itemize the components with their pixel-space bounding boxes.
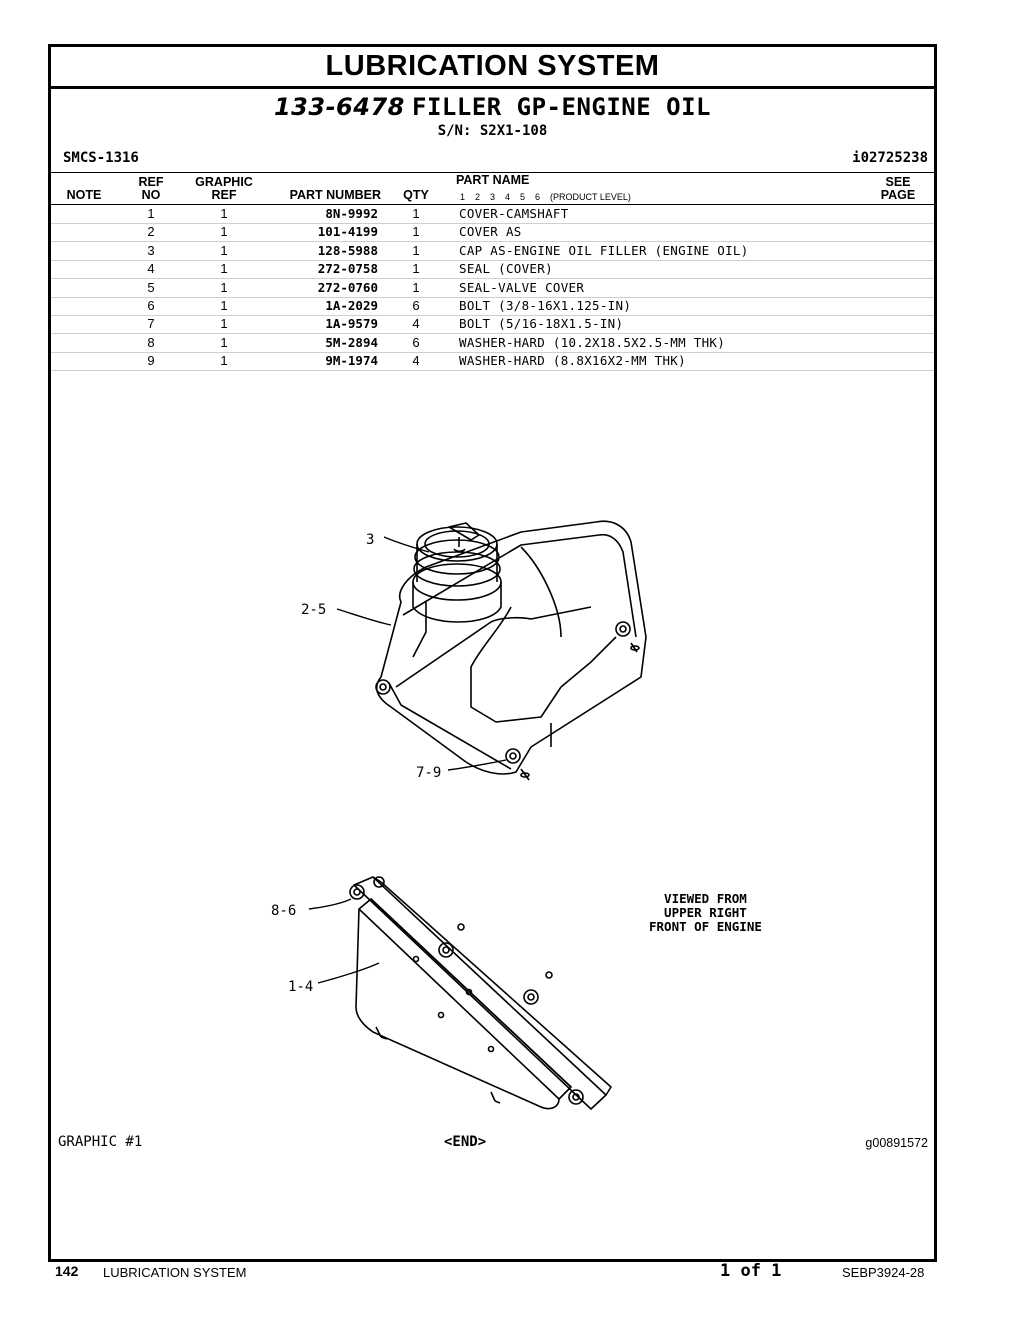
header-ref-bottom: NO: [141, 188, 161, 202]
page-number: 142: [55, 1263, 79, 1279]
group-part-number: 133-6478: [273, 93, 405, 121]
qty-cell: 6: [412, 334, 420, 350]
qty-cell: 1: [412, 279, 420, 295]
part-number-cell: 8N-9992: [325, 206, 378, 221]
footer-section: LUBRICATION SYSTEM: [103, 1265, 247, 1280]
table-row: 3 1 128-5988 1 CAP AS-ENGINE OIL FILLER (ENG…: [51, 242, 934, 261]
header-see-top: SEE: [885, 175, 911, 189]
part-name-cell: CAP AS-ENGINE OIL FILLER (ENGINE OIL): [459, 242, 749, 258]
table-row: 1 1 8N-9992 1 COVER-CAMSHAFT: [51, 205, 934, 224]
part-name-cell: WASHER-HARD (8.8X16X2-MM THK): [459, 353, 686, 369]
header-note: NOTE: [66, 188, 102, 202]
exploded-view-drawing: 3 2-5 7-9 8-6 1-4: [271, 520, 647, 1110]
view-note-line: UPPER RIGHT: [664, 905, 747, 920]
part-name-cell: COVER-CAMSHAFT: [459, 206, 569, 221]
header-bottom-rule: [51, 204, 934, 205]
table-row: 4 1 272-0758 1 SEAL (COVER): [51, 260, 934, 280]
group-title: 133-6478 FILLER GP-ENGINE OIL: [51, 93, 934, 122]
view-note-line: FRONT OF ENGINE: [649, 919, 762, 934]
qty-cell: 6: [412, 298, 420, 313]
ref-no-cell: 2: [147, 224, 155, 240]
graphic-id: g00891572: [865, 1136, 928, 1150]
graphic-ref-cell: 1: [220, 353, 228, 369]
graphic-label: GRAPHIC #1: [58, 1134, 143, 1150]
graphic-ref-cell: 1: [220, 261, 228, 277]
ref-no-cell: 1: [147, 206, 155, 221]
qty-cell: 1: [412, 242, 420, 258]
valve-cover-illustration: [375, 520, 647, 781]
table-row: 7 1 1A-9579 4 BOLT (5/16-18X1.5-IN): [51, 315, 934, 335]
part-number-cell: 5M-2894: [325, 334, 378, 350]
part-name-cell: WASHER-HARD (10.2X18.5X2.5-MM THK): [459, 334, 726, 350]
document-id: i02725238: [852, 150, 928, 166]
graphic-ref-cell: 1: [220, 224, 228, 240]
callout-8-6: 8-6: [271, 903, 296, 919]
callout-7-9: 7-9: [416, 765, 441, 781]
header-part-number: PART NUMBER: [289, 188, 381, 202]
ref-no-cell: 9: [147, 353, 155, 369]
group-name: FILLER GP-ENGINE OIL: [412, 93, 711, 121]
header-qty: QTY: [403, 188, 429, 202]
part-number-cell: 9M-1974: [325, 353, 378, 369]
qty-cell: 1: [412, 206, 420, 221]
callout-2-5: 2-5: [301, 602, 326, 618]
serial-number: S/N: S2X1-108: [437, 123, 548, 139]
view-note-line: VIEWED FROM: [664, 891, 747, 906]
part-number-cell: 1A-9579: [325, 316, 378, 332]
callout-3: 3: [366, 532, 374, 548]
part-name-cell: COVER AS: [459, 224, 522, 240]
camshaft-cover-illustration: [349, 876, 612, 1110]
qty-cell: 4: [412, 316, 420, 332]
table-row: 9 1 9M-1974 4 WASHER-HARD (8.8X16X2-MM THK): [51, 352, 934, 372]
end-label: <END>: [444, 1134, 487, 1150]
graphic-ref-cell: 1: [220, 242, 228, 258]
header-part-name: PART NAME: [456, 173, 530, 187]
table-row: 8 1 5M-2894 6 WASHER-HARD (10.2X18.5X2.5-MM …: [51, 334, 934, 353]
part-number-cell: 272-0760: [317, 279, 378, 295]
smcs-code: SMCS-1316: [63, 150, 139, 166]
header-product-levels: 1 2 3 4 5 6 (PRODUCT LEVEL): [460, 192, 631, 202]
ref-no-cell: 3: [147, 242, 155, 258]
graphic-ref-cell: 1: [220, 316, 228, 332]
qty-cell: 1: [412, 224, 420, 240]
graphic-ref-cell: 1: [220, 206, 228, 221]
ref-no-cell: 7: [147, 316, 155, 332]
table-row: 5 1 272-0760 1 SEAL-VALVE COVER: [51, 279, 934, 298]
header-ref-top: REF: [138, 175, 164, 189]
ref-no-cell: 4: [147, 261, 155, 277]
graphic-ref-cell: 1: [220, 334, 228, 350]
callout-1-4: 1-4: [288, 979, 313, 995]
header-see-bottom: PAGE: [880, 188, 916, 202]
header-graphic-top: GRAPHIC: [195, 175, 253, 189]
part-name-cell: SEAL (COVER): [459, 261, 553, 277]
qty-cell: 1: [412, 261, 420, 277]
part-number-cell: 272-0758: [317, 261, 378, 277]
page-of: 1 of 1: [720, 1261, 782, 1281]
graphic-ref-cell: 1: [220, 298, 228, 313]
ref-no-cell: 5: [147, 279, 155, 295]
callout-leaders: [308, 536, 507, 984]
view-note: VIEWED FROM UPPER RIGHT FRONT OF ENGINE: [649, 892, 762, 934]
section-title: LUBRICATION SYSTEM: [51, 47, 934, 89]
header-top-rule: [51, 172, 934, 173]
part-name-cell: BOLT (5/16-18X1.5-IN): [459, 316, 624, 332]
graphic-ref-cell: 1: [220, 279, 228, 295]
table-row: 6 1 1A-2029 6 BOLT (3/8-16X1.125-IN): [51, 297, 934, 316]
part-name-cell: SEAL-VALVE COVER: [459, 279, 585, 295]
header-graphic-bottom: REF: [211, 188, 237, 202]
publication-number: SEBP3924-28: [842, 1265, 925, 1280]
part-number-cell: 128-5988: [317, 242, 378, 258]
part-name-cell: BOLT (3/8-16X1.125-IN): [459, 298, 632, 313]
part-number-cell: 1A-2029: [325, 298, 378, 313]
part-number-cell: 101-4199: [317, 224, 378, 240]
table-row: 2 1 101-4199 1 COVER AS: [51, 223, 934, 243]
qty-cell: 4: [412, 353, 420, 369]
ref-no-cell: 6: [147, 298, 155, 313]
ref-no-cell: 8: [147, 334, 155, 350]
page-frame: LUBRICATION SYSTEM 133-6478 FILLER GP-EN…: [48, 44, 937, 1262]
